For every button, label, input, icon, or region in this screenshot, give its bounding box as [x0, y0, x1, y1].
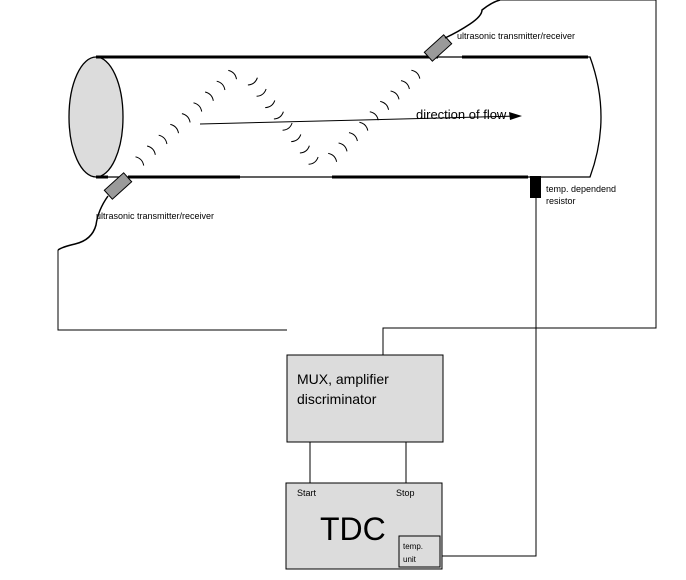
label-mux-1: MUX, amplifier [297, 371, 389, 387]
wave-arc [265, 100, 276, 109]
pipe-body [96, 56, 602, 178]
wave-arc [193, 102, 203, 112]
wave-arc [146, 145, 156, 155]
label-temp-unit-1: temp. [403, 542, 423, 551]
wave-arc [273, 111, 284, 120]
label-flow: direction of flow [416, 107, 507, 122]
wave-arc [135, 156, 145, 166]
label-resistor-1: temp. dependend [546, 184, 616, 194]
wave-arc [400, 80, 410, 90]
wave-arc [291, 134, 302, 143]
wave-arc [158, 134, 168, 145]
transducer-top [423, 0, 501, 62]
pipe-end-cap [68, 56, 124, 178]
transducer-bottom [57, 172, 133, 251]
wave-arc [204, 91, 214, 101]
label-mux-2: discriminator [297, 391, 377, 407]
label-transducer-bottom: ultrasonic transmitter/receiver [96, 211, 214, 221]
wave-arc [369, 111, 379, 121]
wave-arc [299, 145, 310, 154]
wave-arc [216, 80, 226, 91]
wave-arc [390, 90, 400, 100]
wave-arc [380, 100, 390, 110]
wave-arc [328, 152, 338, 162]
pipe [68, 55, 602, 179]
label-tdc: TDC [320, 511, 386, 547]
wave-arc [247, 77, 258, 86]
wave-arc [359, 121, 369, 131]
wires [57, 0, 657, 557]
label-resistor-2: resistor [546, 196, 576, 206]
label-start: Start [297, 488, 317, 498]
label-transducer-top: ultrasonic transmitter/receiver [457, 31, 575, 41]
label-stop: Stop [396, 488, 415, 498]
ultrasonic-waves [135, 69, 421, 166]
wave-arc [348, 132, 358, 142]
wave-arc [181, 113, 191, 123]
label-temp-unit-2: unit [403, 555, 417, 564]
wave-arc [338, 142, 348, 152]
wave-arc [256, 88, 267, 97]
wave-arc [170, 123, 179, 134]
mux-box [286, 354, 444, 443]
temp-unit-box [398, 535, 441, 568]
wave-arc [228, 69, 237, 80]
flow-arrow [199, 112, 522, 125]
wave-arc [308, 156, 319, 165]
wave-arc [411, 69, 421, 79]
wave-arc [282, 122, 293, 131]
temp-resistor [530, 176, 541, 198]
